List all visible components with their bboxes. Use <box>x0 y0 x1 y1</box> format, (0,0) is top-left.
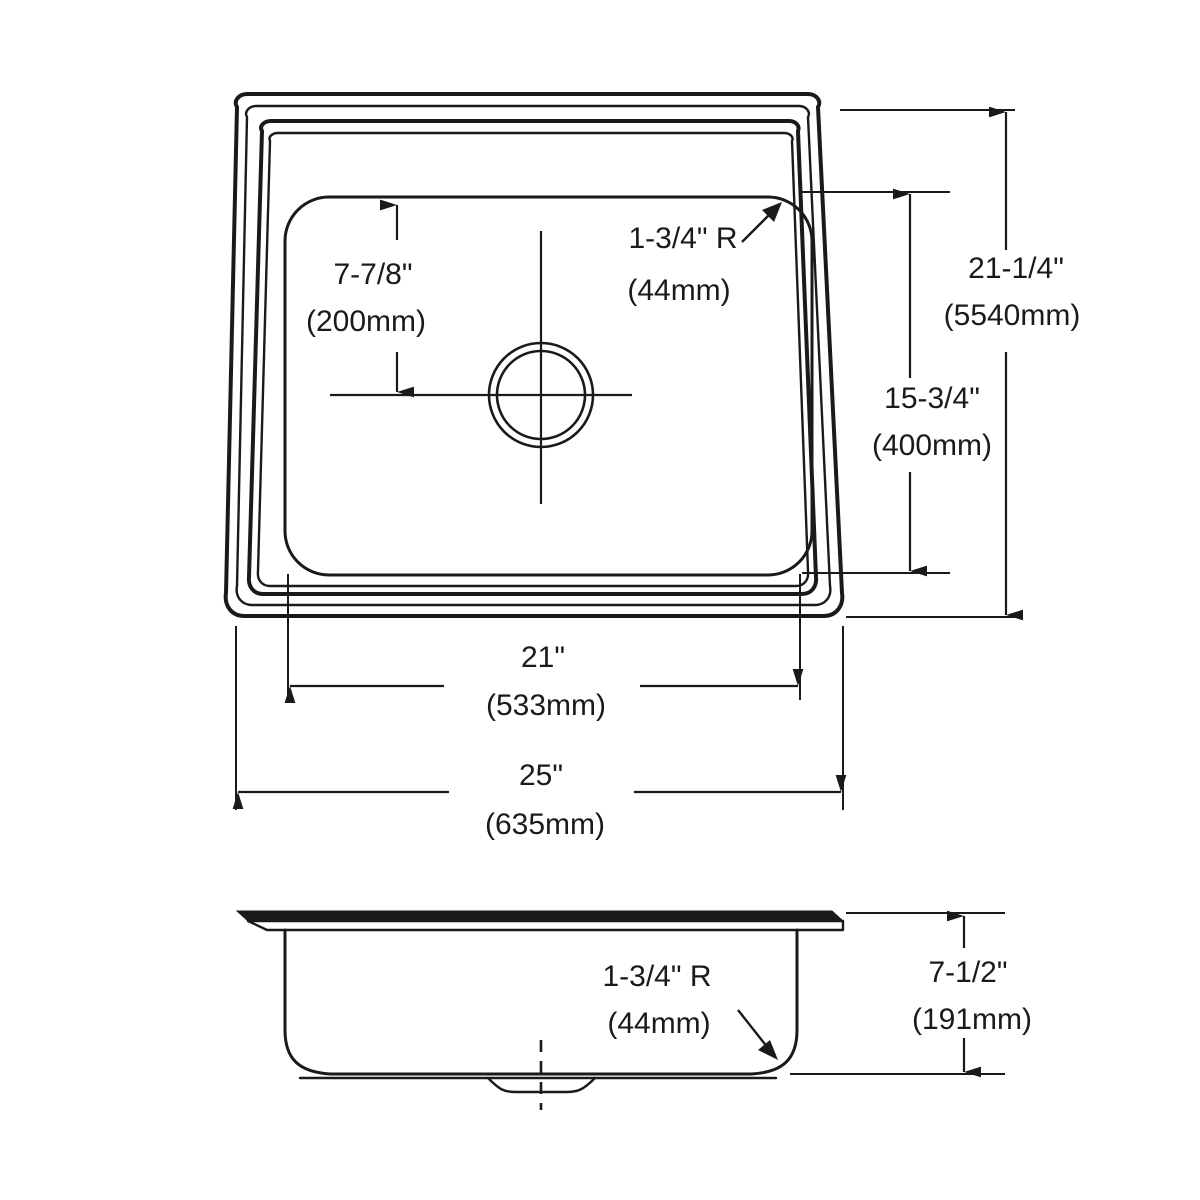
section-rim-flange-top <box>235 910 845 922</box>
dim-bowl-radius-imperial: 1-3/4" R <box>628 222 737 255</box>
dim-section-radius-metric: (44mm) <box>607 1007 710 1040</box>
section-radius-leader-arrowhead <box>758 1040 778 1060</box>
radius-leader-arrowhead <box>762 202 782 222</box>
dim-bowl-width: 21" (533mm) <box>284 641 804 722</box>
sink-outer-rim <box>223 92 845 618</box>
section-rim-flange-under <box>246 919 845 932</box>
sink-rim-inner-edge <box>235 104 832 607</box>
dim-bowl-corner-radius: 1-3/4" R (44mm) <box>627 202 782 307</box>
section-view-group: 1-3/4" R (44mm) 7-1/2" (191mm) <box>235 910 1032 1110</box>
dim-overall-width-metric: (635mm) <box>485 808 605 841</box>
section-bowl-profile <box>283 928 799 1076</box>
sink-rim-innermost <box>256 131 810 588</box>
sink-rim-bevel <box>246 119 819 596</box>
dim-overall-height-metric: (5540mm) <box>944 299 1081 332</box>
dim-overall-height-imperial: 21-1/4" <box>968 252 1064 285</box>
dim-section-radius-imperial: 1-3/4" R <box>602 960 711 993</box>
drain-outer-circle <box>487 341 595 449</box>
sink-bowl-opening <box>283 195 814 577</box>
dim-bowl-height: 15-3/4" (400mm) <box>872 188 992 577</box>
dim-bowl-width-metric: (533mm) <box>486 689 606 722</box>
dim-bowl-depth: 7-1/2" (191mm) <box>912 910 1032 1078</box>
top-view-group: 7-7/8" (200mm) 1-3/4" R (44mm) 21-1/4" (… <box>223 92 1081 841</box>
dim-bowl-height-metric: (400mm) <box>872 429 992 462</box>
dim-drain-offset-imperial: 7-7/8" <box>333 258 412 291</box>
dim-section-corner-radius: 1-3/4" R (44mm) <box>602 960 778 1060</box>
drain-inner-circle <box>495 349 587 441</box>
dim-bowl-depth-imperial: 7-1/2" <box>928 956 1007 989</box>
dim-overall-width-imperial: 25" <box>519 759 563 792</box>
dim-bowl-height-imperial: 15-3/4" <box>884 382 980 415</box>
dim-drain-offset-metric: (200mm) <box>306 305 426 338</box>
dim-overall-width: 25" (635mm) <box>232 759 847 841</box>
dim-bowl-depth-metric: (191mm) <box>912 1003 1032 1036</box>
dim-drain-offset-from-top: 7-7/8" (200mm) <box>306 199 426 398</box>
dim-overall-height: 21-1/4" (5540mm) <box>944 106 1081 621</box>
dim-bowl-width-imperial: 21" <box>521 641 565 674</box>
dim-bowl-radius-metric: (44mm) <box>627 274 730 307</box>
